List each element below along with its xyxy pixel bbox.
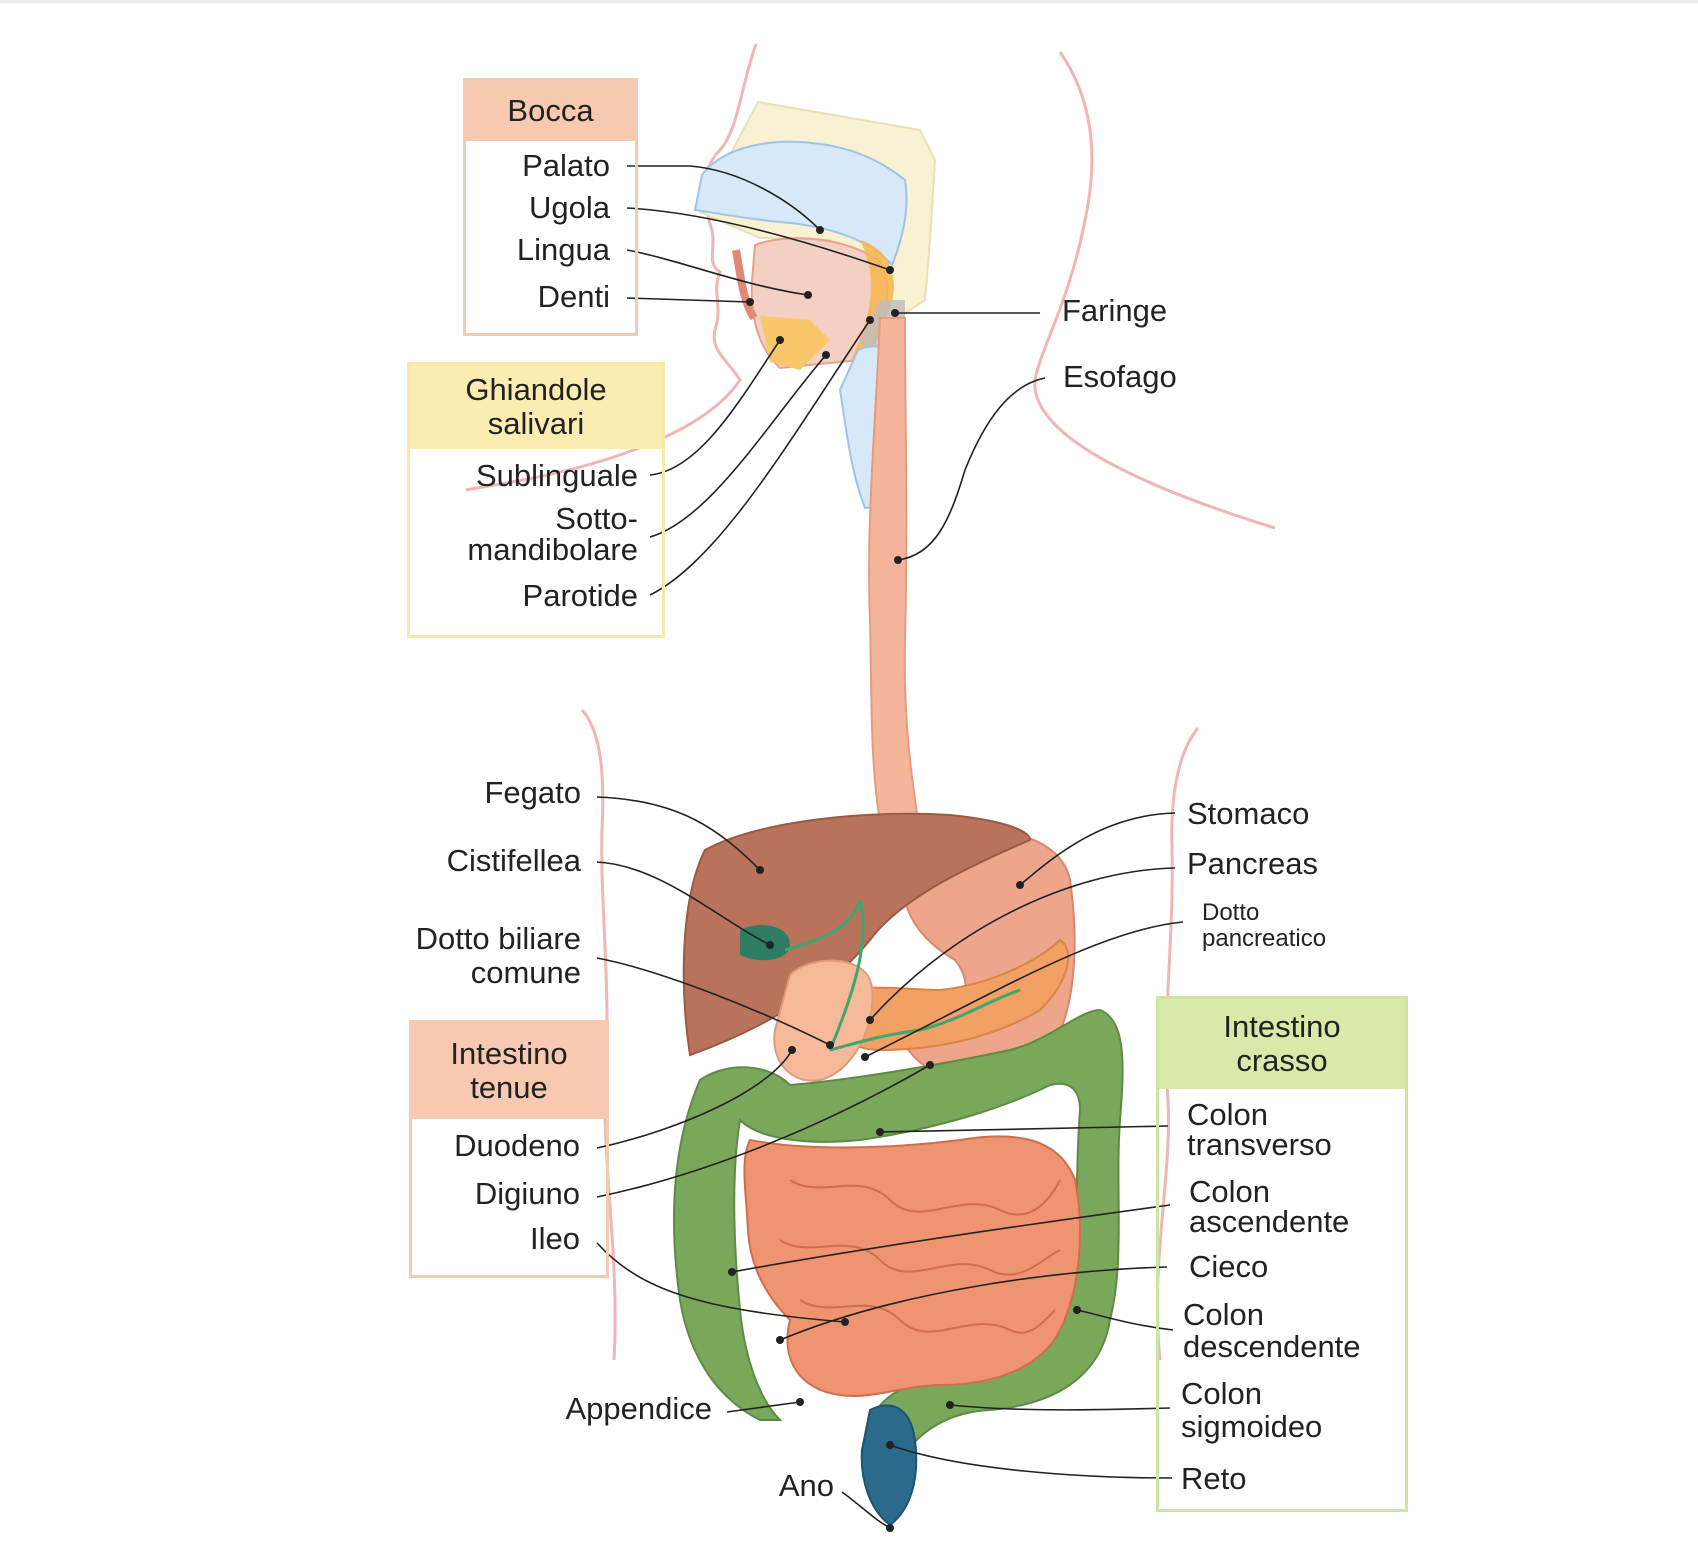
label-esofago: Esofago bbox=[1063, 359, 1177, 394]
label-sublinguale: Sublinguale bbox=[475, 458, 638, 493]
label-colon-ascendente: Colon ascendente bbox=[1189, 1174, 1350, 1239]
leader-dots bbox=[728, 226, 1081, 1532]
group-box-intestino-tenue: Intestino tenue bbox=[409, 1020, 609, 1278]
label-sottomandibolare: Sotto- mandibolare bbox=[467, 501, 638, 567]
label-cistifellea: Cistifellea bbox=[446, 843, 581, 878]
label-denti: Denti bbox=[537, 279, 610, 314]
top-border bbox=[0, 0, 1698, 3]
duodenum-shape bbox=[773, 959, 874, 1082]
intestine-folds bbox=[779, 1179, 1061, 1334]
leader-lines bbox=[596, 165, 1184, 1529]
group-box-intestino-crasso: Intestino crasso bbox=[1156, 996, 1408, 1512]
mouth-region bbox=[693, 100, 937, 380]
label-palato: Palato bbox=[522, 148, 610, 183]
group-box-bocca: Bocca bbox=[463, 78, 638, 336]
label-ano: Ano bbox=[778, 1468, 834, 1503]
label-lingua: Lingua bbox=[516, 232, 610, 267]
group-title-bocca: Bocca bbox=[466, 81, 635, 141]
label-pancreas: Pancreas bbox=[1187, 846, 1318, 881]
rectum-shape bbox=[860, 1404, 918, 1527]
label-stomaco: Stomaco bbox=[1187, 796, 1310, 831]
label-duodeno: Duodeno bbox=[454, 1128, 580, 1163]
label-parotide: Parotide bbox=[522, 578, 638, 613]
group-title-ghiandole-salivari: Ghiandole salivari bbox=[410, 365, 662, 449]
label-colon-discendente: Colon descendente bbox=[1183, 1297, 1361, 1364]
label-dotto-biliare-comune: Dotto biliare comune bbox=[415, 921, 581, 990]
label-ugola: Ugola bbox=[529, 190, 610, 225]
small-intestine-shape bbox=[743, 1135, 1081, 1398]
label-fegato: Fegato bbox=[484, 775, 581, 810]
group-box-ghiandole-salivari: Ghiandole salivari bbox=[407, 362, 665, 638]
label-colon-transverso: Colon transverso bbox=[1187, 1097, 1332, 1162]
label-faringe: Faringe bbox=[1062, 293, 1168, 328]
label-reto: Reto bbox=[1181, 1461, 1247, 1496]
label-dotto-pancreatico: Dotto pancreatico bbox=[1202, 899, 1327, 952]
liver-shape bbox=[682, 812, 1032, 1057]
palate-shape bbox=[693, 140, 908, 267]
group-title-intestino-tenue: Intestino tenue bbox=[412, 1023, 606, 1119]
salivary-gland-shape bbox=[760, 316, 830, 370]
esophagus-shape bbox=[868, 317, 920, 824]
label-ileo: Ileo bbox=[530, 1221, 580, 1256]
label-cieco: Cieco bbox=[1189, 1249, 1269, 1284]
label-appendice: Appendice bbox=[565, 1391, 712, 1426]
label-digiuno: Digiuno bbox=[474, 1176, 580, 1211]
group-title-intestino-crasso: Intestino crasso bbox=[1159, 999, 1405, 1089]
label-colon-sigmoideo: Colon sigmoideo bbox=[1181, 1376, 1323, 1444]
